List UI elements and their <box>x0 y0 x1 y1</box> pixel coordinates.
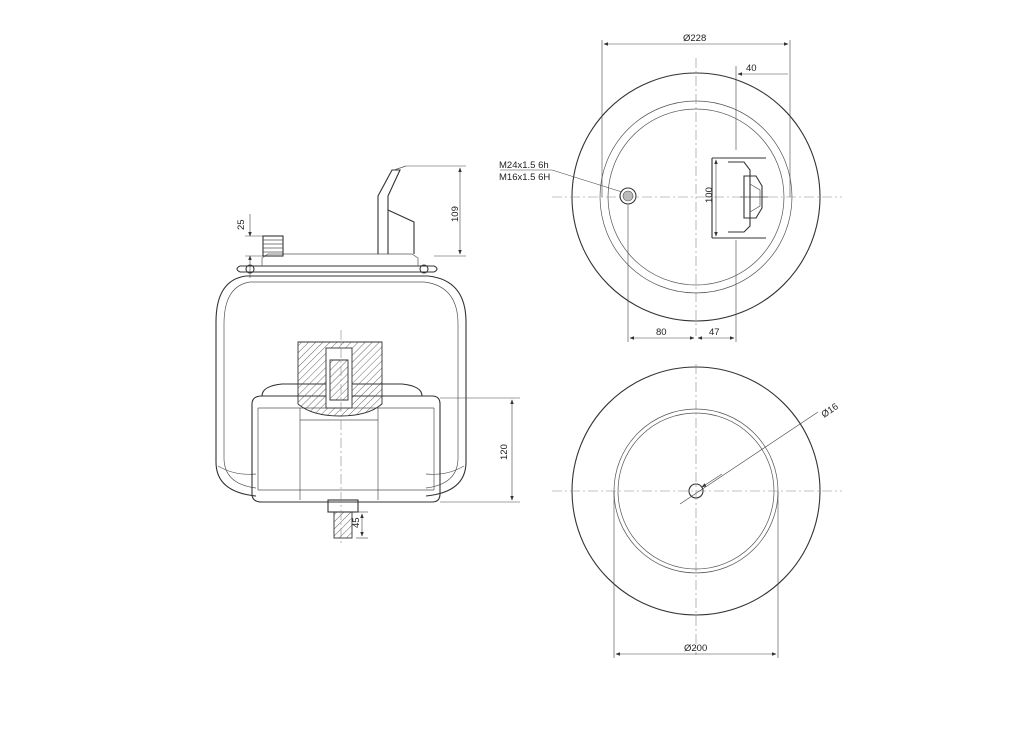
central-bumper <box>297 341 383 417</box>
dim-label-d16: Ø16 <box>820 401 841 420</box>
dim-100: 100 <box>704 157 720 237</box>
dim-25: 25 <box>236 214 263 278</box>
dim-label-25: 25 <box>236 219 247 230</box>
dim-80-47: 80 47 <box>627 205 737 342</box>
dim-40: 40 <box>735 63 788 150</box>
dim-label-45: 45 <box>351 517 362 528</box>
thread-callout: M24x1.5 6h M16x1.5 6H <box>499 160 623 193</box>
thread-label-m24: M24x1.5 6h <box>499 160 549 171</box>
dim-45: 45 <box>351 511 368 539</box>
air-connector <box>262 235 284 257</box>
thread-label-m16: M16x1.5 6H <box>499 172 550 183</box>
bottom-view: Ø16 Ø200 <box>552 364 842 658</box>
top-view: Ø228 40 100 M24x1.5 6h M16x1.5 6H 80 <box>499 33 842 342</box>
dim-d228: Ø228 <box>601 33 791 197</box>
bracket-plan <box>711 157 768 239</box>
dim-label-80: 80 <box>656 327 667 338</box>
dim-label-d200: Ø200 <box>684 643 707 654</box>
top-plate <box>240 265 434 273</box>
dim-label-40: 40 <box>746 63 757 74</box>
mounting-bracket <box>377 165 415 254</box>
dim-109: 109 <box>406 165 466 257</box>
threaded-port <box>619 187 637 205</box>
dim-label-47: 47 <box>709 327 720 338</box>
dim-d200: Ø200 <box>613 491 779 658</box>
dim-120: 120 <box>440 397 520 503</box>
dim-d16: Ø16 <box>679 401 841 505</box>
side-section-view: 25 109 120 45 <box>215 165 520 545</box>
dim-label-109: 109 <box>450 206 461 222</box>
dim-label-d228: Ø228 <box>683 33 706 44</box>
bellows-outline <box>215 275 467 497</box>
dim-label-120: 120 <box>499 444 510 460</box>
bottom-stud <box>327 499 359 539</box>
dim-label-100: 100 <box>704 187 715 203</box>
